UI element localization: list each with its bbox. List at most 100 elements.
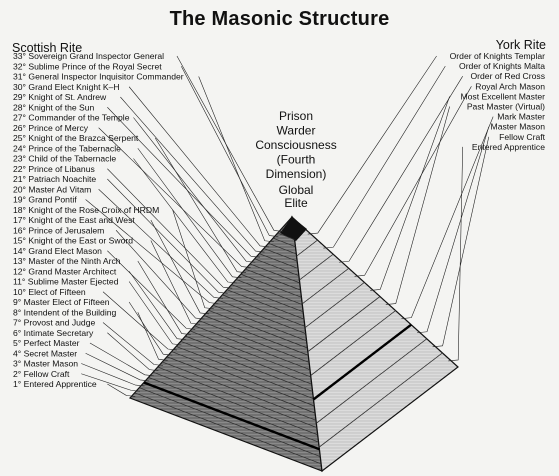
right-band-line	[296, 239, 318, 257]
center-label-line: (Fourth	[277, 153, 316, 167]
left-band-line	[157, 366, 317, 428]
york-leader-line	[448, 146, 463, 362]
scottish-degree-label: 4° Secret Master	[13, 348, 77, 358]
center-label-line: Prison	[279, 109, 313, 123]
scottish-leader-line	[150, 240, 200, 325]
right-band-line	[310, 310, 396, 376]
scottish-leader-line	[137, 260, 191, 335]
york-degree-label: Most Excellent Master	[460, 91, 545, 101]
left-band-line	[189, 330, 312, 378]
left-face-bands	[134, 232, 322, 465]
scottish-leader-line	[128, 301, 173, 356]
scottish-leader-line	[107, 332, 159, 371]
york-leader-line	[432, 136, 490, 348]
scottish-leader-line	[102, 291, 177, 351]
pyramid-left-face	[128, 215, 323, 472]
left-band-line	[222, 294, 306, 327]
york-degree-label: Fellow Craft	[499, 132, 545, 142]
left-band-line	[199, 320, 310, 363]
scottish-leader-line	[137, 312, 168, 361]
york-degree-label: Order of Red Cross	[470, 71, 545, 81]
left-band-line	[268, 243, 297, 255]
scottish-leader-line	[150, 219, 210, 315]
center-label-line: Consciousness	[255, 138, 336, 152]
york-leader-line	[416, 126, 490, 334]
scottish-degree-label: 32° Sublime Prince of the Royal Secret	[13, 61, 162, 71]
right-band-line	[318, 352, 443, 448]
center-label-line: Dimension)	[266, 167, 327, 181]
scottish-leader-line	[181, 66, 279, 237]
left-band-line	[254, 258, 300, 276]
york-degree-label: Master Mason	[491, 122, 546, 132]
left-band-line	[272, 237, 296, 248]
pyramid-capstone	[280, 217, 307, 241]
scottish-degree-label: 7° Provost and Judge	[13, 318, 95, 328]
scottish-leader-line	[120, 96, 265, 253]
left-band-line	[249, 263, 300, 284]
scottish-leader-line	[85, 199, 219, 304]
left-band-line	[217, 299, 306, 334]
left-band-line	[263, 248, 298, 262]
scottish-leader-line	[154, 137, 247, 273]
page-title: The Masonic Structure	[169, 8, 390, 30]
center-label-line: Warder	[277, 124, 316, 138]
left-band-line	[212, 304, 307, 342]
scottish-leader-line	[98, 189, 224, 299]
left-band-line	[166, 356, 316, 414]
york-leader-line	[385, 106, 450, 305]
scottish-degree-label: 30° Grand Elect Knight K–H	[13, 82, 120, 92]
scottish-degree-label: 18° Knight of the Rose Croix of HRDM	[13, 205, 159, 215]
left-band-line	[259, 253, 299, 269]
york-leader-line	[307, 55, 437, 235]
york-leader-line	[354, 86, 472, 277]
scottish-degree-label: 21° Patriach Noachite	[13, 174, 96, 184]
scottish-degree-label: 15° Knight of the East or Sword	[13, 236, 133, 246]
scottish-degree-label: 6° Intimate Secretary	[13, 328, 94, 338]
scottish-degree-label: 14° Grand Elect Mason	[13, 246, 102, 256]
left-band-line	[240, 273, 302, 298]
scottish-degree-label: 5° Perfect Master	[13, 338, 80, 348]
left-band-line	[277, 232, 295, 240]
right-face-bands	[296, 239, 443, 448]
scottish-leader-line	[107, 250, 196, 330]
scottish-degree-label: 31° General Inspector Inquisitor Command…	[13, 72, 184, 82]
scottish-degree-label: 29° Knight of St. Andrew	[13, 92, 107, 102]
left-band-line	[162, 361, 317, 421]
left-band-line	[171, 351, 315, 407]
scottish-degree-label: 10° Elect of Fifteen	[13, 287, 86, 297]
scottish-leader-line	[102, 322, 164, 366]
york-leader-line	[370, 96, 450, 291]
scottish-degree-label: 2° Fellow Craft	[13, 369, 70, 379]
left-band-line	[203, 315, 309, 356]
scottish-leader-line	[115, 230, 205, 320]
york-leader-line	[338, 76, 463, 263]
scottish-leader-line	[85, 352, 150, 382]
york-leader-line	[401, 116, 494, 319]
scottish-leader-line	[172, 209, 214, 310]
scottish-degree-label: 12° Grand Master Architect	[13, 266, 117, 276]
left-band-line	[231, 284, 304, 313]
left-band-line	[134, 392, 322, 465]
york-rite-leader-lines	[307, 55, 494, 362]
left-band-line	[245, 268, 301, 291]
blue-lodge-divider-right	[312, 323, 412, 401]
york-degree-label: Order of Knights Malta	[459, 61, 545, 71]
left-band-line	[152, 371, 318, 436]
scottish-leader-line	[128, 86, 270, 248]
scottish-degree-label: 33° Sovereign Grand Inspector General	[13, 51, 164, 61]
scottish-leader-line	[107, 107, 260, 258]
scottish-rite-heading: Scottish Rite	[12, 41, 83, 55]
scottish-leader-line	[81, 373, 140, 392]
scottish-leader-line	[133, 158, 237, 284]
left-band-line	[176, 346, 314, 399]
right-band-line	[299, 253, 334, 281]
scottish-degree-label: 16° Prince of Jerusalem	[13, 225, 104, 235]
scottish-degree-label: 13° Master of the Ninth Arch	[13, 256, 121, 266]
scottish-degree-label: 9° Master Elect of Fifteen	[13, 297, 110, 307]
scottish-leader-line	[89, 342, 154, 377]
york-degree-label: Royal Arch Mason	[475, 81, 545, 91]
scottish-leader-line	[128, 281, 182, 346]
scottish-degree-label: 26° Prince of Mercy	[13, 123, 89, 133]
